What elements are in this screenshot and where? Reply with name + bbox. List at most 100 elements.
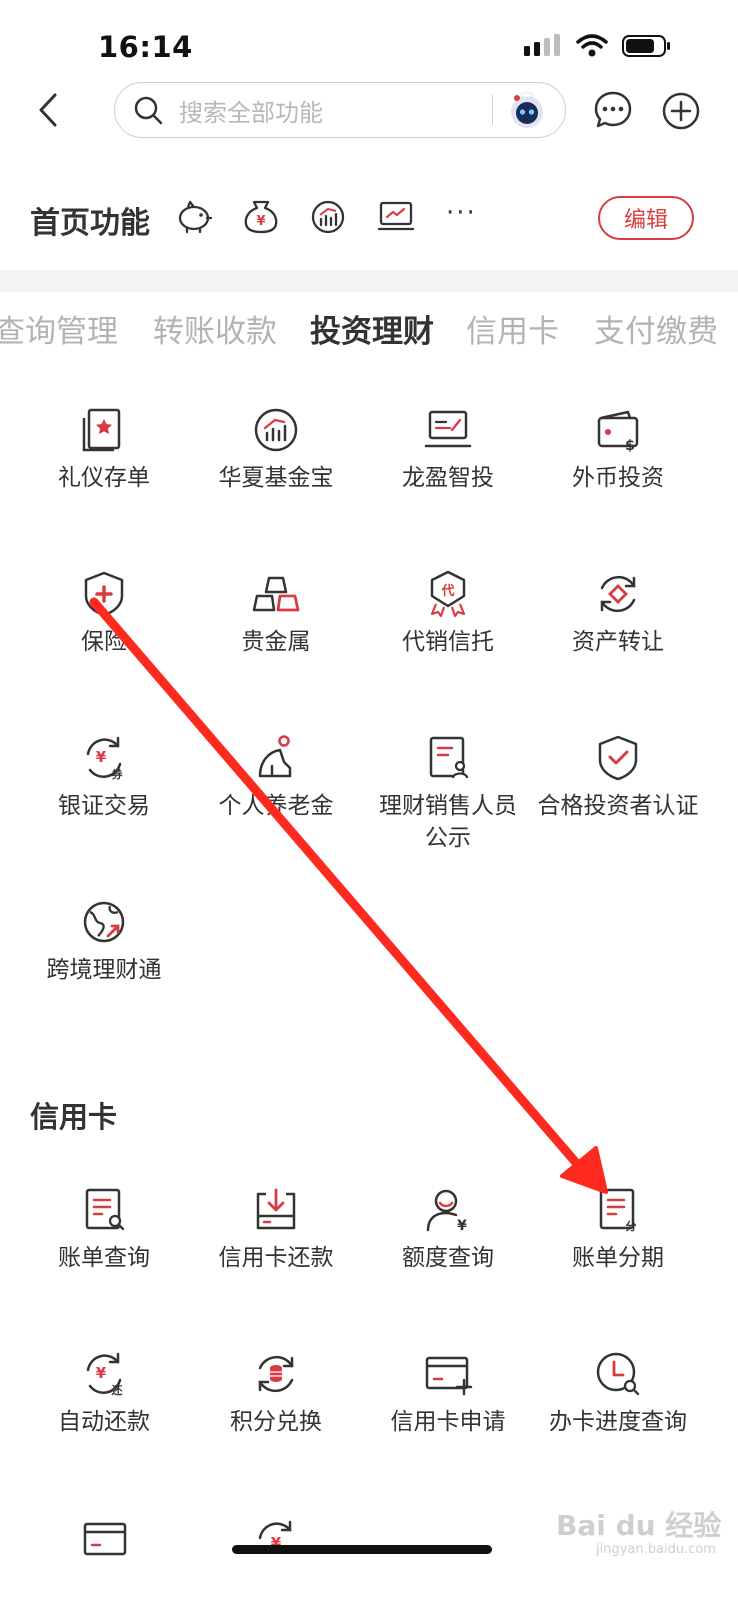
- tab-investment[interactable]: 投资理财: [310, 314, 434, 350]
- bill-installment-icon: 分: [599, 1188, 637, 1233]
- svg-text:分: 分: [626, 1219, 637, 1233]
- grid-item-pension[interactable]: 个人养老金: [184, 732, 368, 822]
- grid-item-label: 贵金属: [241, 629, 311, 655]
- status-icons: [524, 34, 672, 58]
- signal-icon: [524, 34, 560, 56]
- svg-text:¥: ¥: [457, 1218, 467, 1234]
- svg-text:¥: ¥: [96, 748, 107, 766]
- more-icon[interactable]: ···: [446, 198, 477, 228]
- grid-item-application-progress[interactable]: 办卡进度查询: [526, 1348, 710, 1438]
- baidu-watermark-url: jingyan.baidu.com: [596, 1542, 716, 1557]
- card-icon[interactable]: [80, 1518, 132, 1570]
- wifi-icon: [576, 34, 608, 57]
- grid-item-label: 办卡进度查询: [549, 1409, 687, 1435]
- svg-text:代: 代: [440, 583, 454, 599]
- asset-transfer-icon: [600, 575, 636, 613]
- grid-item-label: 代销信托: [402, 629, 494, 655]
- svg-text:券: 券: [111, 767, 124, 781]
- fund-chart-icon: [311, 200, 345, 234]
- svg-text:¥: ¥: [271, 1534, 282, 1552]
- grid-item-auto-repayment[interactable]: ¥ 还 自动还款: [12, 1348, 196, 1438]
- fund-chart-icon: [254, 408, 298, 452]
- svg-text:¥: ¥: [256, 214, 265, 229]
- grid-item-bank-securities[interactable]: ¥ 券 银证交易: [12, 732, 196, 822]
- foreign-currency-wallet-icon: $: [597, 410, 639, 454]
- piggy-bank-icon: [178, 200, 213, 234]
- grid-item-label: 资产转让: [572, 629, 664, 655]
- bill-search-icon: [85, 1188, 125, 1231]
- money-bag-icon: ¥: [244, 200, 278, 234]
- grid-item-foreign-currency[interactable]: $ 外币投资: [526, 404, 710, 494]
- card-apply-icon: [425, 1356, 473, 1396]
- tab-payment[interactable]: 支付缴费: [594, 314, 718, 350]
- chevron-left-icon: [39, 93, 57, 127]
- grid-item-trust[interactable]: 代 代销信托: [356, 568, 540, 658]
- insurance-shield-icon: [84, 571, 124, 617]
- grid-item-label: 个人养老金: [218, 793, 334, 819]
- grid-item-label: 信用卡还款: [218, 1245, 334, 1271]
- grid-item-insurance[interactable]: 保险: [12, 568, 196, 658]
- grid-item-credit-limit[interactable]: ¥ 额度查询: [356, 1184, 540, 1274]
- grid-item-bill-installment[interactable]: 分 账单分期: [526, 1184, 710, 1274]
- trust-badge-icon: 代: [430, 570, 466, 618]
- baidu-watermark: Bai du 经验: [556, 1509, 722, 1542]
- message-icon[interactable]: [592, 90, 634, 132]
- grid-item-precious-metal[interactable]: 贵金属: [184, 568, 368, 658]
- search-separator: [491, 95, 493, 125]
- grid-item-card-apply[interactable]: 信用卡申请: [356, 1348, 540, 1438]
- grid-item-label: 账单查询: [58, 1245, 150, 1271]
- application-progress-icon: [596, 1352, 640, 1396]
- assistant-robot-icon[interactable]: [507, 90, 547, 130]
- points-exchange-icon: [258, 1355, 294, 1393]
- cross-border-globe-icon: [83, 901, 125, 943]
- grid-item-bill-query[interactable]: 账单查询: [12, 1184, 196, 1274]
- section-divider: [0, 270, 738, 292]
- grid-item-label: 理财销售人员公示: [379, 793, 517, 851]
- tab-query-management[interactable]: 查询管理: [0, 314, 118, 350]
- svg-text:还: 还: [111, 1383, 124, 1397]
- tab-transfer[interactable]: 转账收款: [153, 314, 277, 350]
- grid-item-cross-border[interactable]: 跨境理财通: [12, 896, 196, 986]
- securities-exchange-icon: ¥ 券: [86, 736, 124, 781]
- status-time: 16:14: [98, 30, 193, 64]
- search-icon: [133, 95, 163, 125]
- home-indicator[interactable]: [232, 1545, 492, 1554]
- search-bar[interactable]: 搜索全部功能: [114, 82, 566, 138]
- edit-button[interactable]: 编辑: [598, 196, 694, 240]
- auto-repayment-icon: ¥ 还: [86, 1352, 124, 1397]
- grid-item-label: 积分兑换: [230, 1409, 322, 1435]
- grid-item-longying[interactable]: 龙盈智投: [356, 404, 540, 494]
- card-repayment-icon: [256, 1188, 296, 1230]
- salesperson-notice-icon: [429, 736, 469, 779]
- pension-person-icon: [258, 735, 292, 778]
- grid-item-label: 信用卡申请: [390, 1409, 506, 1435]
- grid-item-card-repayment[interactable]: 信用卡还款: [184, 1184, 368, 1274]
- tab-credit-card[interactable]: 信用卡: [466, 314, 559, 350]
- grid-item-label: 保险: [81, 629, 127, 655]
- category-tabs: 查询管理 转账收款 投资理财 信用卡 支付缴费: [0, 306, 738, 356]
- grid-item-label: 龙盈智投: [402, 465, 494, 491]
- grid-item-investor-certification[interactable]: 合格投资者认证: [526, 732, 710, 822]
- grid-item-sales-notice[interactable]: 理财销售人员公示: [356, 732, 540, 854]
- add-circle-icon[interactable]: [660, 90, 702, 132]
- grid-item-gift-deposit[interactable]: 礼仪存单: [12, 404, 196, 494]
- grid-item-label: 银证交易: [58, 793, 150, 819]
- monitor-chart-icon: [377, 201, 415, 231]
- grid-item-label: 华夏基金宝: [218, 465, 334, 491]
- grid-item-points-exchange[interactable]: 积分兑换: [184, 1348, 368, 1438]
- battery-icon: [622, 35, 670, 57]
- svg-text:$: $: [625, 438, 635, 454]
- back-button[interactable]: [30, 90, 66, 130]
- laptop-chart-icon: [424, 410, 472, 448]
- grid-item-huaxia-fund[interactable]: 华夏基金宝: [184, 404, 368, 494]
- svg-text:¥: ¥: [96, 1364, 107, 1382]
- gift-certificate-icon: [82, 408, 121, 452]
- grid-item-label: 跨境理财通: [46, 957, 162, 983]
- home-functions-title: 首页功能: [30, 206, 150, 241]
- grid-item-label: 礼仪存单: [58, 465, 150, 491]
- yuan-circle-icon[interactable]: ¥: [250, 1516, 302, 1568]
- grid-item-label: 外币投资: [572, 465, 664, 491]
- grid-item-asset-transfer[interactable]: 资产转让: [526, 568, 710, 658]
- search-input[interactable]: 搜索全部功能: [179, 98, 323, 127]
- grid-item-label: 额度查询: [402, 1245, 494, 1271]
